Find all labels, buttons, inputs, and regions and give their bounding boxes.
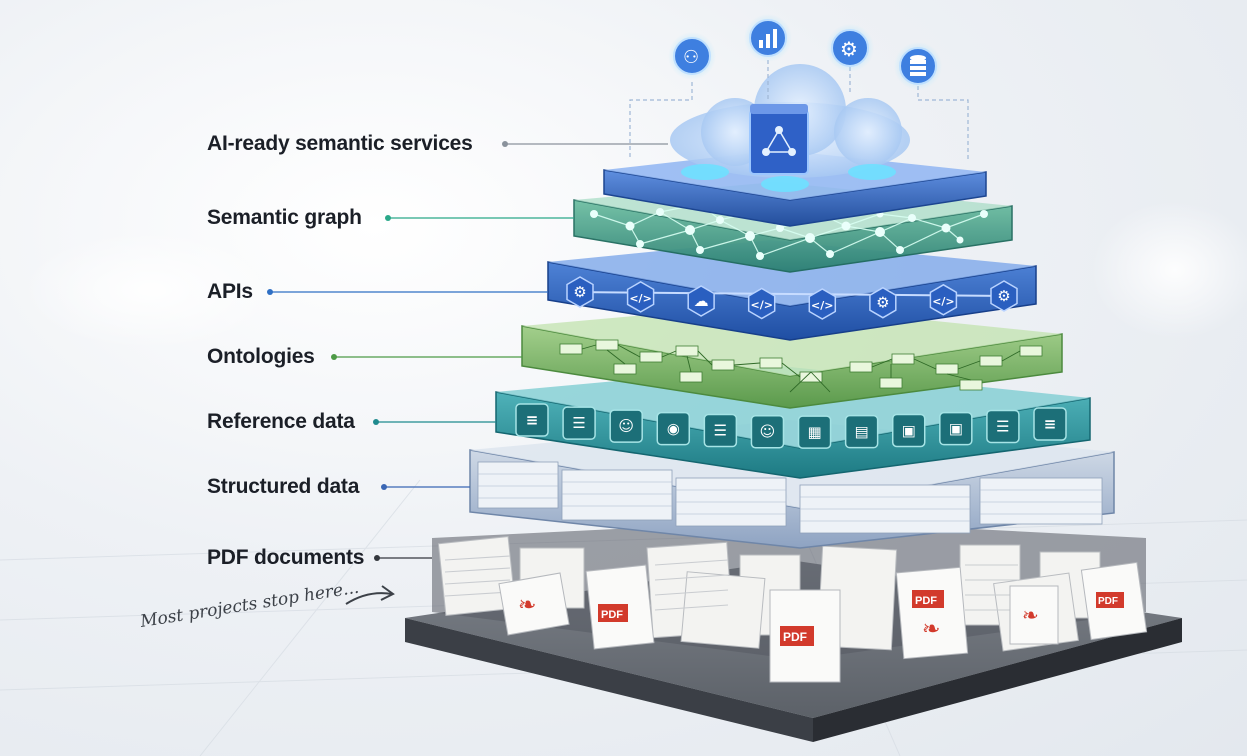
gear-icon: ⚙ [840,37,858,61]
background-cloud-right [1090,200,1247,340]
settings-service: ⚙ [826,24,874,72]
label-apis: APIs [207,280,253,303]
pdf-file-1: ❧ [498,572,570,636]
person-icon: ☺ [750,414,785,449]
pdf-badge-label: PDF [783,630,807,644]
list-icon: ☰ [703,413,738,448]
ontology-nodes [559,339,1043,391]
database-service [894,42,942,90]
svg-text:</>: </> [629,292,651,305]
acrobat-icon: ❧ [1022,603,1039,627]
svg-text:▤: ▤ [855,423,869,441]
database-icon [910,55,926,76]
reference-icon-row: ≡ ☰ ☺ ◉ ☰ ☺ ▦ ▤ ▣ ▣ ☰ ≡ [515,403,1067,449]
annotation-arrow-icon [345,592,393,605]
pdf-file-6: ❧ [1009,585,1059,645]
paper-stack-lines [444,555,1018,611]
svg-text:</>: </> [932,295,954,308]
calendar-icon: ▣ [939,411,973,446]
table-rows [478,473,1102,522]
svg-text:☰: ☰ [572,414,585,432]
label-semantic-graph: Semantic graph [207,206,362,229]
code-icon: </> [626,281,655,313]
glow-pad [681,164,729,180]
acrobat-icon: ❧ [922,617,940,642]
svg-text:⚙: ⚙ [573,283,586,301]
glow-pad [761,176,809,192]
svg-text:☺: ☺ [618,417,634,435]
gear-icon: ⚙ [990,280,1018,312]
location-pin-icon: ◉ [656,411,691,446]
svg-text:≡: ≡ [1044,415,1057,433]
semantic-cube-icon [749,104,809,175]
glow-pad [848,164,896,180]
svg-text:≡: ≡ [526,411,539,429]
svg-text:▣: ▣ [949,420,963,438]
gear-icon: ⚙ [869,286,897,319]
pdf-badge-label: PDF [1098,596,1118,607]
gear-icon: ⚙ [566,276,594,308]
person-icon: ☺ [609,409,643,443]
building-icon: ▦ [797,415,832,449]
svg-text:</>: </> [811,299,833,312]
table-icon: ▤ [844,414,879,449]
label-structured-data: Structured data [207,475,360,498]
cloud-icon: ☁ [687,285,715,317]
label-pdf-documents: PDF documents [207,546,365,569]
api-icon-row: ⚙ </> ☁ </> </> ⚙ </> ⚙ [566,276,1018,320]
svg-text:☁: ☁ [694,292,709,310]
annotation-arrowhead [380,585,395,601]
background-cloud-left [20,230,280,350]
database-icon: ≡ [515,403,549,437]
list-icon: ☰ [562,406,596,440]
service-connectors [629,60,969,160]
robot-service: ⚇ [668,32,716,80]
svg-text:⚙: ⚙ [876,294,889,312]
label-connectors [267,141,668,561]
pdf-file-3: PDF [769,589,841,683]
acrobat-icon: ❧ [518,593,536,618]
svg-text:</>: </> [750,298,772,311]
label-reference-data: Reference data [207,410,355,433]
svg-text:◉: ◉ [667,420,680,438]
svg-text:▦: ▦ [807,423,821,441]
code-icon: </> [808,288,837,320]
pdf-file-5: PDF [1080,561,1148,641]
ontology-edges [581,344,1021,393]
svg-text:☺: ☺ [760,423,776,441]
label-ontologies: Ontologies [207,345,315,368]
pdf-badge-bg [1096,592,1124,608]
pdf-badge-bg [780,626,814,646]
robot-icon: ⚇ [683,47,699,68]
bar-chart-icon [759,29,777,48]
svg-text:☰: ☰ [714,422,727,440]
analytics-service [744,14,792,62]
pdf-file-4: PDF ❧ [895,566,969,660]
pdf-badge-label: PDF [915,595,937,607]
label-ai-services: AI-ready semantic services [207,132,473,155]
svg-text:☰: ☰ [996,417,1009,435]
layer-apis: ⚙ </> ☁ </> </> ⚙ </> ⚙ [547,240,1037,341]
pdf-badge-bg [912,590,944,608]
code-icon: </> [929,283,958,316]
pdf-badge-bg [598,604,628,622]
svg-text:▣: ▣ [902,421,916,439]
code-icon: </> [747,287,776,320]
svg-text:⚙: ⚙ [997,287,1010,305]
pdf-file-2: PDF [585,564,655,650]
pdf-badge-label: PDF [601,609,623,621]
list-icon: ☰ [986,409,1020,444]
layer-ai-services: ⚇ ⚙ [603,14,987,227]
calendar-icon: ▣ [891,413,926,448]
layer-pdf-documents: ❧ PDF PDF PDF ❧ PDF [405,520,1182,742]
database-icon: ≡ [1033,407,1067,441]
